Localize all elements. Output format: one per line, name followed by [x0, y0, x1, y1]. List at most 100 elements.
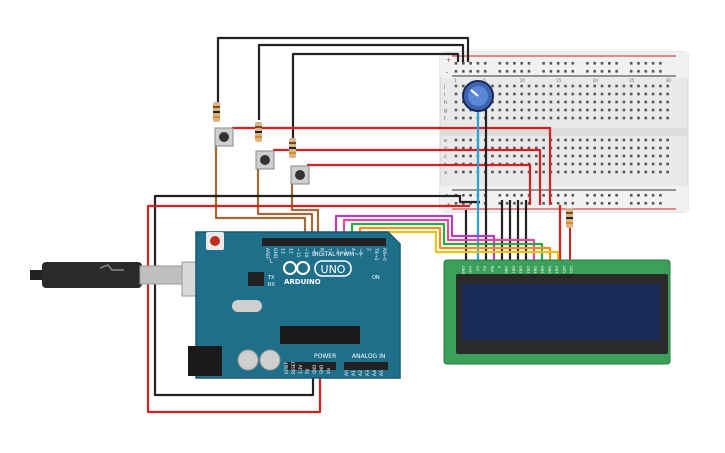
column-label: 1 [454, 78, 457, 83]
power-label: POWER [314, 353, 336, 360]
wire-red-button3 [307, 163, 532, 205]
wires [146, 36, 562, 414]
wire-black-ground-main [153, 194, 480, 397]
wire-yellow-data [368, 230, 560, 262]
row-label: f [444, 116, 446, 122]
analog-pin-label: A3 [365, 370, 371, 376]
digital-pin-label: ~6 [334, 248, 340, 255]
arduino-logo-icon [283, 261, 310, 275]
wire-orange-data [358, 226, 552, 262]
digital-pin-label: TX→1 [373, 247, 379, 261]
wire-black-button2-gnd [257, 43, 465, 120]
lcd-pin-label: DB6 [547, 266, 551, 274]
digital-pin-label: ~9 [311, 248, 317, 255]
power-pin-label: 3.3V [298, 365, 303, 374]
lcd-screen [462, 284, 660, 340]
column-label: 10 [520, 78, 526, 83]
on-label: ON [372, 275, 380, 281]
power-pin-label: GND [312, 365, 317, 374]
push-button-3[interactable] [290, 165, 310, 185]
arduino-uno-board: ARDUINO UNO DIGITAL (PWM~) POWER ANALOG … [188, 231, 401, 379]
power-header [286, 362, 336, 370]
analog-pin-label: A2 [358, 370, 364, 376]
dc-jack [188, 346, 222, 376]
digital-pin-label: ~5 [342, 248, 348, 255]
column-label: 15 [556, 78, 562, 83]
potentiometer[interactable] [462, 80, 494, 112]
lcd-pin-label: LED [562, 266, 566, 273]
column-label: 20 [593, 78, 599, 83]
wire-red-power-main [146, 204, 470, 414]
brand-label: ARDUINO [284, 278, 321, 286]
column-label: 30 [666, 78, 672, 83]
power-pin-label: IOREF [284, 361, 289, 374]
analog-pin-label: A1 [351, 370, 357, 376]
wire-black-button3-gnd [291, 52, 460, 138]
rail-minus-label-bottom: - [446, 191, 448, 198]
lcd-pin-label: RW [490, 266, 494, 272]
wire-brown-2 [256, 165, 314, 232]
row-label: h [444, 100, 447, 106]
resistor-2 [255, 122, 262, 142]
row-label: c [444, 154, 447, 160]
digital-pin-label: RX←0 [381, 248, 387, 261]
wire-brown-3 [290, 178, 320, 232]
digital-pin-label: 12 [287, 248, 293, 254]
power-pin-label: GND [319, 365, 324, 374]
lcd-pin-label: DB2 [519, 266, 523, 274]
lcd-pin-label: DB4 [533, 266, 537, 274]
push-button-1[interactable] [214, 127, 234, 147]
lcd-pin-label: E [497, 266, 501, 269]
lcd-pin-label: DB3 [526, 266, 530, 274]
row-label: e [444, 138, 447, 144]
lcd-pin-label: DB7 [555, 266, 559, 274]
model-label: UNO [321, 263, 346, 276]
lcd-pin-label: LED [569, 266, 573, 273]
digital-pin-label: ~11 [295, 248, 301, 258]
lcd-pin-label: GND [461, 266, 465, 274]
lcd-pin-label: V0 [475, 266, 479, 271]
power-pin-label: RESET [291, 361, 296, 374]
usb-icon [99, 264, 124, 271]
analog-header [344, 362, 388, 370]
row-label: j [443, 84, 445, 90]
digital-pin-label: GND [272, 248, 278, 259]
atmega-chip [280, 326, 360, 344]
row-label: g [444, 108, 447, 114]
analog-pin-label: A4 [372, 370, 378, 376]
digital-pin-label: 13 [280, 248, 286, 254]
resistor-3 [289, 138, 296, 158]
l-label: L [270, 259, 273, 265]
lcd-pin-label: RS [483, 266, 487, 271]
resistor-lcd [566, 208, 573, 262]
rx-label: RX [268, 282, 275, 288]
usb-cable [30, 261, 207, 297]
row-label: i [444, 92, 445, 98]
row-label: a [444, 170, 447, 176]
usb-plug-body [42, 262, 142, 288]
digital-label: DIGITAL (PWM~) [312, 251, 362, 258]
push-button-2[interactable] [255, 150, 275, 170]
lcd-pin-label: DB5 [540, 266, 544, 274]
digital-pin-label: ~3 [358, 248, 364, 255]
rail-minus-label: - [446, 69, 448, 76]
digital-pin-label: 4 [350, 248, 356, 251]
wire-black-button1-gnd [216, 36, 470, 105]
digital-pin-label: AREF [264, 248, 270, 260]
lcd-pin-label: DB0 [504, 266, 508, 274]
resistor-1 [213, 102, 220, 122]
digital-pin-label: ~10 [303, 248, 309, 258]
lcd-pin-label: DB1 [511, 266, 515, 274]
digital-pin-label: 7 [326, 248, 332, 251]
tx-label: TX [267, 275, 275, 281]
analog-label: ANALOG IN [352, 353, 385, 360]
power-pin-label: 5V [305, 368, 310, 374]
wire-red-button1 [232, 126, 552, 205]
analog-pin-label: A5 [379, 370, 385, 376]
column-label: 25 [629, 78, 635, 83]
